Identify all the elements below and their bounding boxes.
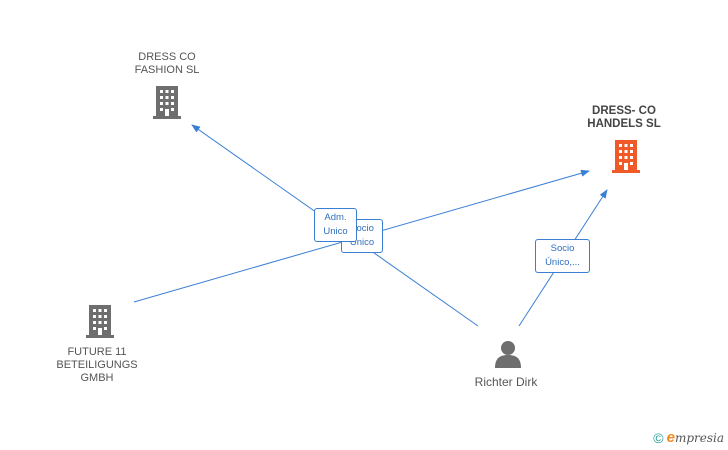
node-label-future-11[interactable]: FUTURE 11 BETEILIGUNGS GMBH [56,346,138,384]
building-icon[interactable] [153,86,181,119]
building-icon[interactable] [612,140,640,173]
empresia-watermark: © empresia [653,429,724,446]
empresia-logo: empresia [666,429,724,446]
relation-label-socio-unico-more[interactable]: Socio Único,... [535,239,590,273]
node-label-richter-dirk[interactable]: Richter Dirk [474,375,538,389]
person-icon[interactable] [495,341,521,368]
relation-label-adm-unico[interactable]: Adm. Unico [314,208,357,242]
copyright-icon: © [653,429,664,446]
building-icon[interactable] [86,305,114,338]
node-label-dress-co-fashion[interactable]: DRESS CO FASHION SL [134,51,200,76]
node-label-dress-co-handels[interactable]: DRESS- CO HANDELS SL [587,105,661,130]
